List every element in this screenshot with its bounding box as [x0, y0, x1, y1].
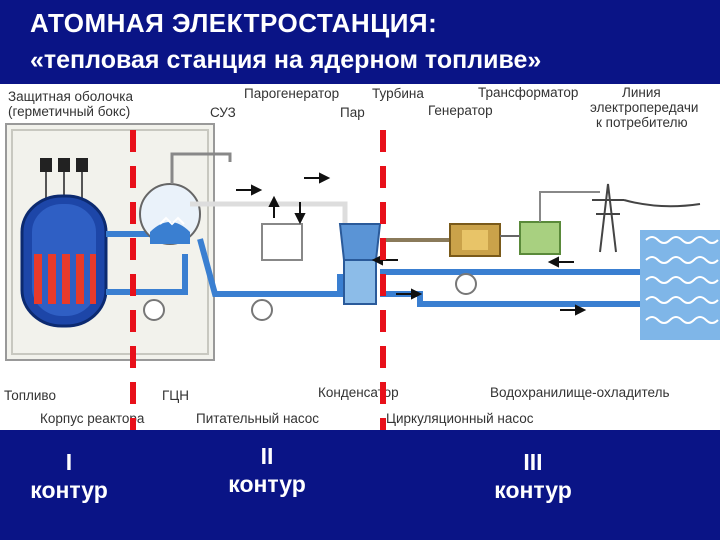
- page-subtitle: «тепловая станция на ядерном топливе»: [30, 46, 542, 74]
- contour-3-word: контур: [494, 477, 572, 503]
- contour-3: III контур: [478, 448, 588, 504]
- label-generator: Генератор: [428, 103, 493, 118]
- contour-1-number: I: [65, 449, 73, 475]
- label-containment-sub: (герметичный бокс): [8, 104, 131, 119]
- turbine: [338, 223, 382, 261]
- fuel-rod: [34, 254, 42, 304]
- cooling-pond: [640, 230, 720, 340]
- contour-2-number: II: [260, 443, 274, 469]
- label-gcn: ГЦН: [162, 388, 190, 403]
- label-power-line: Линия: [622, 85, 661, 100]
- diagram-panel: Защитная оболочка (герметичный бокс) СУЗ…: [0, 84, 720, 430]
- control-rod-drive: [76, 158, 88, 172]
- label-fuel: Топливо: [4, 388, 56, 403]
- label-reactor-vessel: Корпус реактора: [40, 411, 145, 426]
- fuel-rod: [48, 254, 56, 304]
- circulation-pump: [455, 273, 477, 295]
- feed-pump: [251, 299, 273, 321]
- label-power-line-2: электропередачи: [590, 100, 699, 115]
- transformer: [519, 221, 561, 255]
- label-steam: Пар: [340, 105, 365, 120]
- label-containment: Защитная оболочка: [8, 89, 133, 104]
- label-power-line-3: к потребителю: [596, 115, 688, 130]
- label-feed-pump: Питательный насос: [196, 411, 320, 426]
- label-circulation-pump: Циркуляционный насос: [386, 411, 534, 426]
- label-condenser: Конденсатор: [318, 385, 399, 400]
- label-steam-generator: Парогенератор: [244, 86, 340, 101]
- contour-1: I контур: [14, 448, 124, 504]
- label-transformer: Трансформатор: [478, 85, 579, 100]
- control-rod-drive: [58, 158, 70, 172]
- control-rod-drive: [40, 158, 52, 172]
- fuel-rod: [62, 254, 70, 304]
- contours-bar: [0, 430, 720, 540]
- label-turbine: Турбина: [372, 86, 424, 101]
- fuel-rod: [90, 254, 96, 304]
- condenser: [343, 259, 377, 305]
- page-title: АТОМНАЯ ЭЛЕКТРОСТАНЦИЯ:: [30, 8, 438, 38]
- power-line-tower: [592, 183, 701, 253]
- label-suz: СУЗ: [210, 105, 236, 120]
- contour-2: II контур: [212, 442, 322, 498]
- title-bar: АТОМНАЯ ЭЛЕКТРОСТАНЦИЯ: «тепловая станци…: [0, 0, 720, 84]
- gcn-pump: [143, 299, 165, 321]
- contour-1-word: контур: [30, 477, 108, 503]
- contour-3-number: III: [523, 449, 543, 475]
- npp-schematic: [5, 123, 720, 361]
- contour-2-word: контур: [228, 471, 306, 497]
- label-cooling-pond: Водохранилище-охладитель: [490, 385, 670, 400]
- fuel-rod: [76, 254, 84, 304]
